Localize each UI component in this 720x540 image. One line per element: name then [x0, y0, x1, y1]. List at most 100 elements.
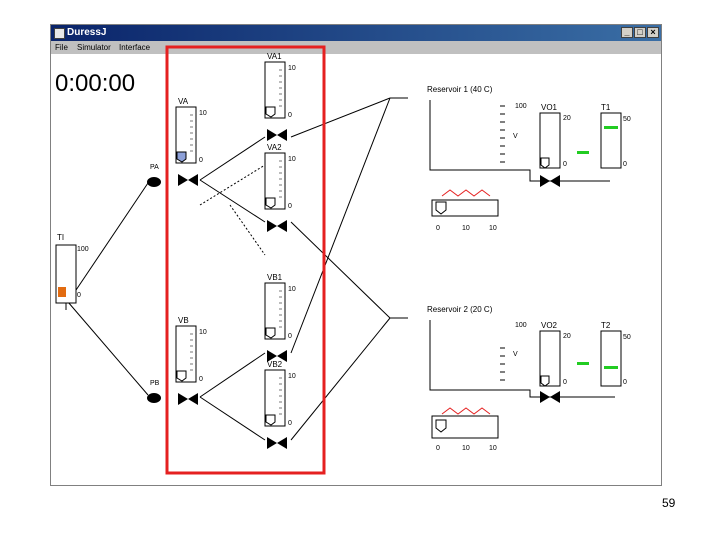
title-bar: DuressJ _ □ ×: [51, 25, 661, 41]
va2-scale-top: 10: [288, 156, 296, 163]
pump-a-icon[interactable]: [147, 177, 161, 187]
vo2-scale-top: 20: [563, 333, 571, 340]
reservoir-2: Reservoir 2 (20 C) 100 V 0 10 10 VO2 20 …: [427, 305, 631, 452]
reservoir-2-heater-slider[interactable]: [435, 419, 447, 433]
reservoir-1-heater[interactable]: [431, 199, 499, 217]
vb-label: VB: [178, 316, 189, 325]
pump-a[interactable]: PA: [147, 164, 161, 187]
reservoir-2-scale-top: 100: [515, 322, 527, 329]
va-label: VA: [178, 97, 189, 106]
reservoir-1-heater-tick-1: 10: [462, 225, 470, 232]
vb2-scale-top: 10: [288, 373, 296, 380]
va2-valve-right[interactable]: [277, 220, 287, 232]
vb2-slider[interactable]: [265, 414, 276, 426]
pump-b-label: PB: [150, 380, 160, 387]
vo2-valve-icon[interactable]: [550, 391, 560, 403]
vo1-scale-bottom: 0: [563, 161, 567, 168]
vb-scale-top: 10: [199, 329, 207, 336]
pump-b-icon[interactable]: [147, 393, 161, 403]
highlight-box: [165, 45, 326, 475]
t1-label: T1: [601, 103, 611, 112]
window-title: DuressJ: [67, 27, 107, 38]
vb1-label: VB1: [267, 273, 283, 282]
app-window: DuressJ _ □ × File Simulator Interface: [50, 24, 662, 486]
va-scale-bottom: 0: [199, 157, 203, 164]
reservoir-1-heater-tick-2: 10: [489, 225, 497, 232]
vo1-scale-top: 20: [563, 115, 571, 122]
va1-valve-right[interactable]: [277, 129, 287, 141]
va1-valve-left[interactable]: [267, 129, 277, 141]
vb1-valve-group: VB1 10 0: [264, 273, 296, 362]
vo2-flow-indicator: [577, 362, 589, 365]
va-valve-left[interactable]: [178, 174, 188, 186]
vb-scale-bottom: 0: [199, 376, 203, 383]
vo1-slider[interactable]: [540, 157, 550, 169]
va1-slider[interactable]: [265, 106, 276, 118]
vo2-label: VO2: [541, 321, 558, 330]
pipe-network: [67, 97, 615, 441]
minimize-button[interactable]: _: [621, 27, 633, 38]
va1-scale-bottom: 0: [288, 112, 292, 119]
simulation-clock: 0:00:00: [55, 70, 136, 97]
menu-bar: File Simulator Interface: [51, 42, 661, 54]
reservoir-1: Reservoir 1 (40 C) 100 V 0 10 10 VO1 20 …: [427, 85, 631, 232]
t2-level-indicator: [604, 366, 618, 369]
pump-a-label: PA: [150, 164, 159, 171]
reservoir-1-heater-slider[interactable]: [435, 201, 447, 215]
t1-scale-top: 50: [623, 116, 631, 123]
vo2-slider[interactable]: [540, 375, 550, 387]
t2-label: T2: [601, 321, 611, 330]
close-button[interactable]: ×: [647, 27, 659, 38]
reservoir-2-heater-tick-1: 10: [462, 445, 470, 452]
menu-file[interactable]: File: [55, 43, 68, 52]
vb2-label: VB2: [267, 360, 283, 369]
vb2-valve-right[interactable]: [277, 437, 287, 449]
t1-level-indicator: [604, 126, 618, 129]
va-slider[interactable]: [176, 151, 187, 163]
t2-scale-bottom: 0: [623, 379, 627, 386]
vb-valve-right[interactable]: [188, 393, 198, 405]
vb1-valve-right[interactable]: [277, 350, 287, 362]
vb-slider[interactable]: [176, 370, 187, 382]
menu-simulator[interactable]: Simulator: [77, 43, 111, 52]
slide-number: 59: [662, 496, 676, 510]
vo1-flow-indicator: [577, 151, 589, 154]
vo2-scale-bottom: 0: [563, 379, 567, 386]
reservoir-2-label: Reservoir 2 (20 C): [427, 305, 493, 314]
vb1-scale-top: 10: [288, 286, 296, 293]
heater-unit-label: TI: [57, 233, 64, 242]
vo1-label: VO1: [541, 103, 558, 112]
va2-scale-bottom: 0: [288, 203, 292, 210]
vb1-scale-bottom: 0: [288, 333, 292, 340]
t1-scale-bottom: 0: [623, 161, 627, 168]
va-valve-right[interactable]: [188, 174, 198, 186]
reservoir-2-heater[interactable]: [431, 415, 499, 439]
reservoir-1-heater-tick-0: 0: [436, 225, 440, 232]
app-icon: [54, 28, 65, 39]
reservoir-1-label: Reservoir 1 (40 C): [427, 85, 493, 94]
vb-valve-group: VB 10 0: [175, 316, 207, 405]
va2-label: VA2: [267, 143, 282, 152]
va2-valve-left[interactable]: [267, 220, 277, 232]
heater-scale-bottom: 0: [77, 292, 81, 299]
maximize-button[interactable]: □: [634, 27, 646, 38]
heater-indicator: [58, 287, 66, 297]
reservoir-2-heater-tick-2: 10: [489, 445, 497, 452]
va1-label: VA1: [267, 52, 282, 61]
vb1-valve-left[interactable]: [267, 350, 277, 362]
heater-scale-top: 100: [77, 246, 89, 253]
reservoir-1-volume-mark: V: [513, 133, 518, 140]
reservoir-2-heater-tick-0: 0: [436, 445, 440, 452]
vb2-valve-left[interactable]: [267, 437, 277, 449]
pump-b[interactable]: PB: [147, 380, 161, 403]
menu-interface[interactable]: Interface: [119, 43, 151, 52]
vb-valve-left[interactable]: [178, 393, 188, 405]
vo1-valve-icon[interactable]: [550, 175, 560, 187]
vb1-slider[interactable]: [265, 327, 276, 339]
va2-slider[interactable]: [265, 197, 276, 209]
